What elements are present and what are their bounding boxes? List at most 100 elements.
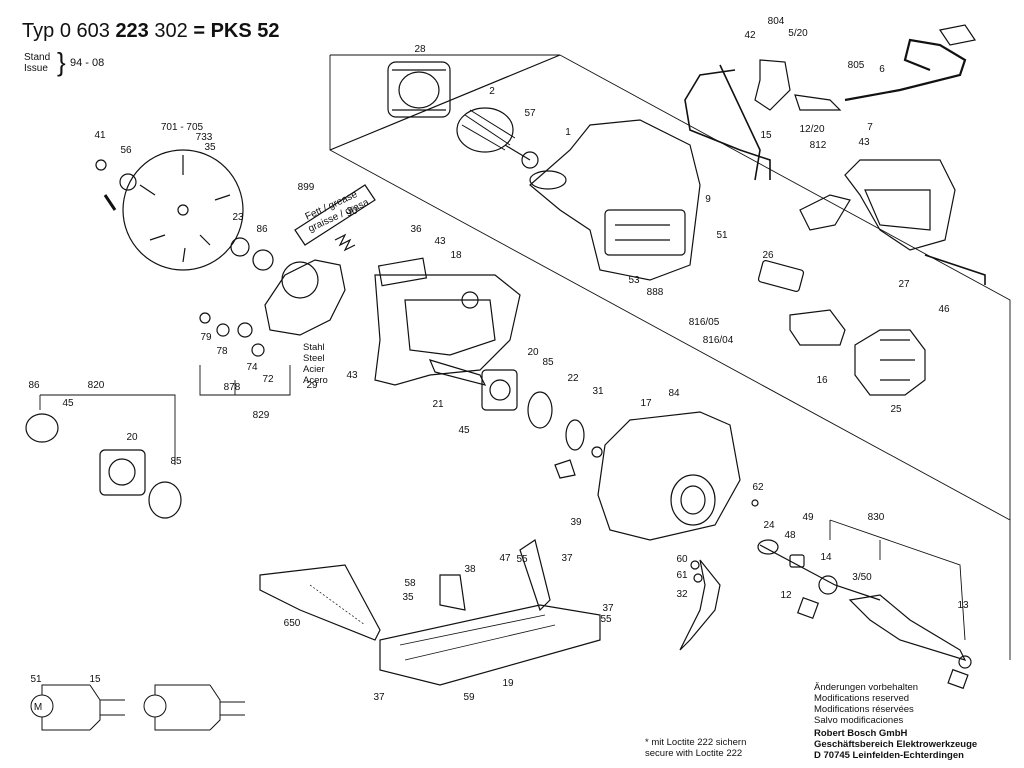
part-label: 15: [89, 674, 101, 685]
part-label: 49: [802, 512, 814, 523]
company-division: Geschäftsbereich Elektrowerkzeuge: [814, 739, 978, 750]
part-label: 1: [565, 127, 571, 138]
mod-note-en: Modifications reserved: [814, 693, 910, 704]
part-label: 15: [760, 130, 772, 141]
part-58-bracket: [439, 574, 466, 611]
part-label: 30: [346, 206, 358, 217]
part-label: 29: [306, 380, 318, 391]
part-label: 26: [762, 250, 774, 261]
part-label: 45: [62, 398, 74, 409]
part-label: 23: [232, 212, 244, 223]
part-label: 816/04: [703, 335, 734, 346]
part-17-gear-housing: [597, 411, 741, 541]
part-label: 2: [489, 86, 495, 97]
part-label: 9: [705, 194, 711, 205]
mod-note-es: Salvo modificaciones: [814, 715, 904, 726]
part-label: 32: [676, 589, 688, 600]
part-label: 804: [768, 16, 785, 27]
part-25-end-cap: [854, 329, 926, 396]
part-label: 12: [780, 590, 792, 601]
part-label: 78: [216, 346, 228, 357]
loctite-note: * mit Loctite 222 sichern secure with Lo…: [645, 737, 746, 759]
type-number-b: 223: [115, 20, 149, 42]
part-13-brush: [947, 668, 969, 690]
stand-issue-label: Stand Issue: [24, 52, 50, 74]
part-label: 74: [246, 362, 258, 373]
part-650-parallel-guide: [259, 564, 381, 641]
part-41-screw-shaft: [103, 194, 117, 211]
part-22-gear: [554, 419, 585, 479]
part-label: 36: [410, 224, 422, 235]
part-61-washer: [693, 573, 703, 583]
part-label: 888: [647, 287, 664, 298]
part-label: 45: [458, 425, 470, 436]
steel-note-de: Stahl: [303, 342, 325, 353]
part-79-screw: [199, 312, 211, 324]
part-label: 85: [542, 357, 554, 368]
part-label: 55: [516, 554, 528, 565]
part-72-nut: [251, 343, 265, 357]
part-12-20-lever: [794, 94, 842, 111]
part-label: 21: [432, 399, 444, 410]
part-701-saw-blade: [122, 149, 244, 271]
part-30-spring: [334, 233, 356, 252]
bracket-878-829: [199, 365, 291, 396]
part-6-power-cord: [844, 38, 967, 102]
grease-tube-text: Fett / grease graisse / grasa: [304, 189, 371, 235]
part-label: 59: [463, 692, 475, 703]
part-label: 816/05: [689, 317, 720, 328]
part-1-motor-housing: [529, 119, 701, 281]
part-label: 31: [592, 386, 604, 397]
frame-upper-line: [329, 54, 561, 151]
part-15-wire-harness: [684, 64, 771, 181]
modification-notes: Änderungen vorbehalten Modifications res…: [814, 682, 918, 726]
part-label: 86: [28, 380, 40, 391]
part-label: 47: [499, 553, 511, 564]
part-label: 37: [602, 603, 614, 614]
company-name: Robert Bosch GmbH: [814, 728, 908, 739]
part-label: 14: [820, 552, 832, 563]
part-650-scale: [309, 584, 366, 626]
part-label: 6: [879, 64, 885, 75]
part-60-screw: [690, 560, 700, 570]
part-label: 43: [858, 137, 870, 148]
part-label: 55: [600, 614, 612, 625]
part-31-bearing: [591, 446, 603, 458]
part-label: 19: [502, 678, 514, 689]
part-label: 650: [284, 618, 301, 629]
part-label: 43: [346, 370, 358, 381]
part-label: 37: [373, 692, 385, 703]
part-label: 899: [298, 182, 315, 193]
loctite-note-en: secure with Loctite 222: [645, 748, 743, 759]
part-20-bearing-flange: [481, 369, 518, 411]
part-label: 42: [744, 30, 756, 41]
part-46-rod: [924, 254, 986, 285]
part-label: 20: [527, 347, 539, 358]
part-label: 878: [224, 382, 241, 393]
issue-label: Issue: [24, 63, 48, 74]
part-85-o-ring: [527, 391, 553, 429]
part-label: 60: [676, 554, 688, 565]
company-address: D 70745 Leinfelden-Echterdingen: [814, 750, 964, 761]
part-label: 57: [524, 108, 536, 119]
part-label: 62: [752, 482, 764, 493]
part-18-blade-guard: [374, 274, 521, 386]
part-32-riving-knife: [679, 559, 721, 651]
part-label: 56: [120, 145, 132, 156]
part-12-brush: [796, 596, 820, 620]
stand-label: Stand: [24, 52, 51, 63]
part-41-screw: [95, 159, 107, 171]
model-header: Typ 0 603 223 302 = PKS 52: [22, 20, 280, 43]
part-74-washer: [237, 322, 253, 338]
part-label: M: [34, 702, 42, 713]
part-label: 7: [867, 122, 873, 133]
steel-note-es: Acero: [303, 375, 328, 386]
part-label: 701 - 705: [161, 122, 204, 133]
part-label: 38: [464, 564, 476, 575]
part-57-bearing: [521, 151, 539, 169]
type-number-a: 0 603: [59, 20, 110, 42]
part-label: 28: [414, 44, 426, 55]
part-2-armature: [456, 107, 531, 161]
part-label: 85: [170, 456, 182, 467]
